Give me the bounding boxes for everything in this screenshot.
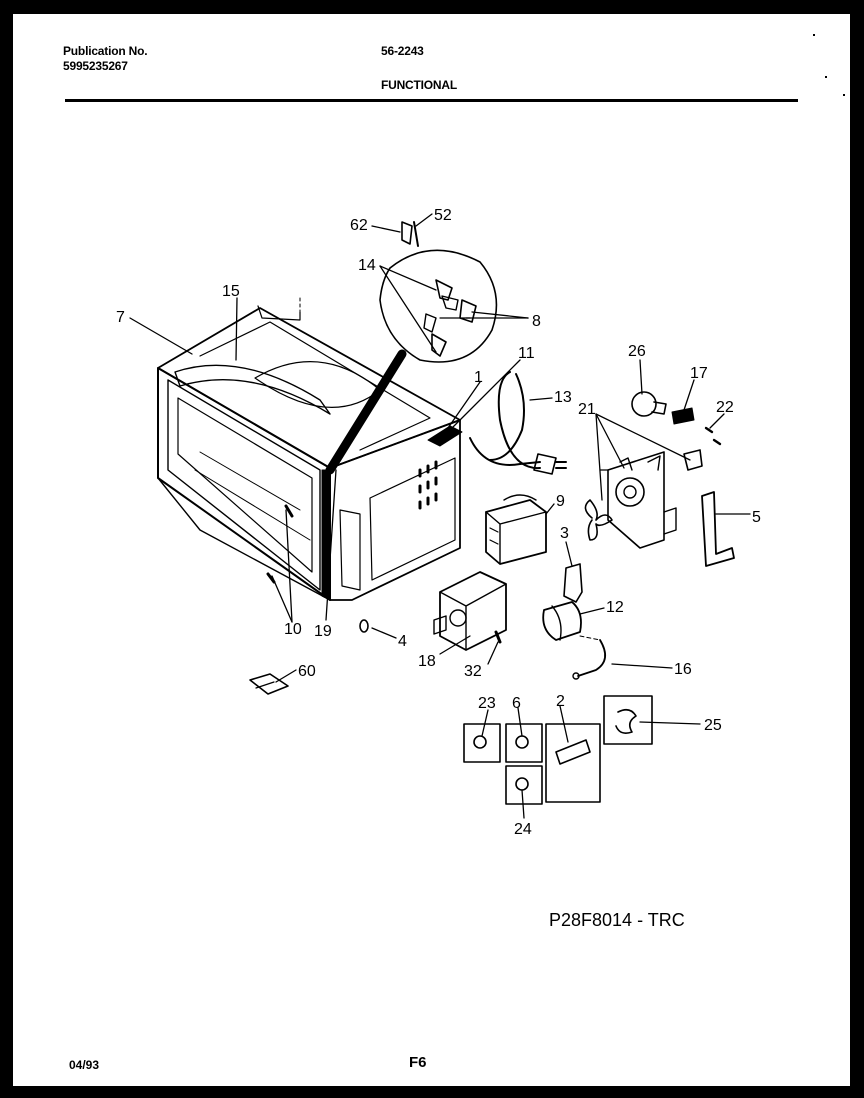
callout-9: 9 xyxy=(556,493,565,510)
callout-32: 32 xyxy=(464,663,482,680)
diagram-code: P28F8014 - TRC xyxy=(549,910,685,930)
callout-24: 24 xyxy=(514,821,532,838)
fan-motor-assembly xyxy=(584,451,677,549)
callout-3: 3 xyxy=(560,525,569,542)
part-box-24 xyxy=(505,765,543,805)
callout-10: 10 xyxy=(284,621,302,638)
callout-15: 15 xyxy=(222,283,240,300)
lamp xyxy=(631,391,667,417)
callout-62: 62 xyxy=(350,217,368,234)
scan-speck xyxy=(858,589,860,591)
callout-25: 25 xyxy=(704,717,722,734)
callout-17: 17 xyxy=(690,365,708,382)
callout-13: 13 xyxy=(554,389,572,406)
callout-14: 14 xyxy=(358,257,376,274)
page-number: F6 xyxy=(409,1054,427,1071)
part-box-23 xyxy=(463,723,501,763)
callout-6: 6 xyxy=(512,695,521,712)
callout-19: 19 xyxy=(314,623,332,640)
callout-7: 7 xyxy=(116,309,125,326)
magnetron xyxy=(485,494,547,565)
callout-2: 2 xyxy=(556,693,565,710)
parts-sheet: Publication No. 5995235267 56-2243 FUNCT… xyxy=(13,14,860,1086)
scan-speck xyxy=(813,34,815,36)
callout-18: 18 xyxy=(418,653,436,670)
header-rule xyxy=(65,99,798,102)
transformer xyxy=(433,571,507,651)
callout-21: 21 xyxy=(578,401,596,418)
callout-16: 16 xyxy=(674,661,692,678)
power-cord xyxy=(469,371,567,475)
callout-11: 11 xyxy=(518,345,535,362)
scan-speck xyxy=(843,94,845,96)
callout-60: 60 xyxy=(298,663,316,680)
part-box-6 xyxy=(505,723,543,763)
callout-26: 26 xyxy=(628,343,646,360)
callout-5: 5 xyxy=(752,509,761,526)
publication-label: Publication No. xyxy=(63,44,148,58)
leader-lines xyxy=(129,213,751,819)
callout-8: 8 xyxy=(532,313,541,330)
print-date: 04/93 xyxy=(69,1058,100,1072)
scan-speck xyxy=(825,76,827,78)
zoom-detail-circle xyxy=(379,249,498,363)
part-box-2 xyxy=(545,723,601,803)
part-box-25 xyxy=(603,695,653,745)
callout-52: 52 xyxy=(434,207,452,224)
callout-4: 4 xyxy=(398,633,407,650)
callout-12: 12 xyxy=(606,599,624,616)
callout-23: 23 xyxy=(478,695,496,712)
model-code: 56-2243 xyxy=(381,44,424,58)
publication-number: 5995235267 xyxy=(63,59,128,73)
callout-22: 22 xyxy=(716,399,734,416)
callout-labels: 62 52 14 15 7 8 11 1 13 26 17 22 21 5 9 … xyxy=(116,207,761,838)
cavity-assembly xyxy=(157,297,461,601)
section-title: FUNCTIONAL xyxy=(381,78,457,92)
callout-1: 1 xyxy=(474,369,483,386)
